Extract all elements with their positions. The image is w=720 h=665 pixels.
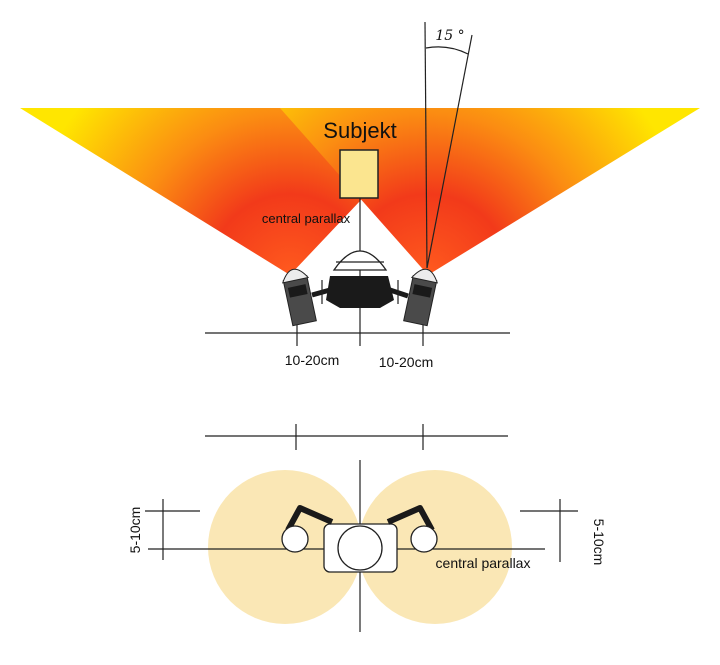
- subject-label: Subjekt: [323, 118, 396, 143]
- left-camera-grip: [287, 284, 308, 298]
- height-label-left: 5-10cm: [127, 507, 143, 554]
- distance-label-right: 10-20cm: [379, 354, 433, 370]
- left-camera: [281, 268, 317, 327]
- left-arm: [311, 287, 331, 298]
- angle-label: 15 °: [435, 28, 464, 44]
- right-camera-front-lens: [410, 525, 438, 553]
- angle-tilted-line: [426, 34, 473, 269]
- top-view: Subjekt central parallax 15 °: [20, 21, 700, 370]
- right-arm-front: [386, 505, 435, 532]
- angle-arc: [425, 46, 469, 55]
- angle-vertical-line: [424, 21, 428, 269]
- left-camera-lens: [281, 268, 310, 284]
- right-camera-lens: [410, 268, 439, 284]
- right-camera-body: [403, 275, 438, 327]
- height-label-right: 5-10cm: [591, 519, 607, 566]
- right-camera-grip: [412, 284, 433, 298]
- right-arm: [389, 287, 409, 299]
- left-arm-front: [285, 505, 334, 532]
- right-camera: [403, 268, 439, 327]
- central-device-front-lens: [337, 525, 383, 571]
- left-camera-body: [282, 275, 317, 327]
- front-view: 5-10cm 5-10cm central parallax: [127, 424, 607, 632]
- central-parallax-label-bottom: central parallax: [436, 555, 531, 571]
- subject-box: [339, 149, 379, 199]
- right-camera-field-of-view: [280, 108, 700, 275]
- distance-label-left: 10-20cm: [285, 352, 339, 368]
- left-camera-front-lens: [281, 525, 309, 553]
- central-device-body: [326, 276, 394, 308]
- central-device-dome: [332, 250, 388, 271]
- central-parallax-label-top: central parallax: [262, 211, 351, 226]
